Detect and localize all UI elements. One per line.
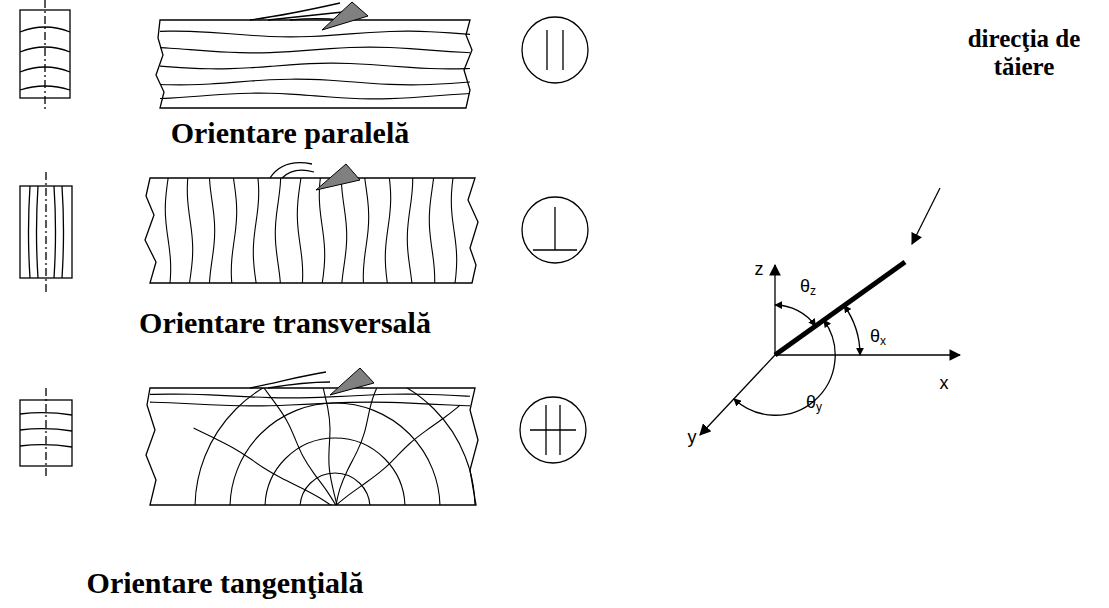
axis-line [45, 388, 46, 478]
grain [160, 93, 470, 99]
orientation-label: Orientare paralelă [171, 116, 410, 149]
grain [29, 186, 64, 278]
grain [187, 178, 192, 283]
direction-label: direcţia de tăiere [944, 25, 1104, 80]
angle-arc [844, 306, 860, 356]
grain [160, 79, 470, 85]
grain [209, 178, 215, 283]
crack [321, 388, 338, 505]
grain [253, 178, 258, 283]
axis [775, 354, 960, 355]
grain [319, 178, 324, 283]
orientation-label: Orientare transversală [139, 306, 431, 339]
grain [20, 27, 70, 90]
axis [774, 265, 775, 355]
angle-arc [775, 305, 816, 326]
cutting-tool [322, 2, 368, 30]
grain [160, 47, 470, 53]
orientation-symbol [520, 397, 586, 463]
orientation-symbol [530, 405, 576, 455]
orientation-symbol [547, 30, 563, 70]
chip [270, 163, 314, 178]
grain [341, 178, 347, 283]
direction-arrow [912, 188, 940, 244]
orientation-symbol [533, 207, 577, 250]
grain [160, 31, 470, 37]
wood-piece [145, 178, 478, 283]
crack [333, 405, 460, 505]
grain [20, 413, 72, 447]
grain [297, 178, 302, 283]
growth-ring [300, 473, 370, 505]
grain [407, 178, 412, 283]
grain [451, 178, 456, 283]
grain [385, 178, 390, 283]
orientation-label: Orientare tangenţială [87, 566, 364, 599]
grain [363, 178, 368, 283]
axis [700, 355, 775, 435]
cutting-tool [316, 164, 360, 190]
angle-label: θz [800, 277, 816, 298]
axis-label: x [940, 374, 949, 394]
axis-line [44, 0, 45, 112]
grain [150, 394, 470, 398]
orientation-symbol [522, 17, 588, 83]
cutting-tool [330, 368, 374, 395]
angle-label: θx [870, 327, 886, 348]
chip [250, 372, 330, 388]
chip [250, 3, 343, 20]
grain [429, 178, 434, 283]
angle-arc [734, 320, 835, 415]
growth-ring [230, 403, 440, 505]
grain [275, 178, 281, 283]
angle-label: θy [806, 393, 822, 414]
axis-line [45, 172, 46, 292]
crack [194, 428, 335, 505]
orientation-symbol [522, 197, 588, 263]
axis-label: y [688, 428, 697, 448]
grain [160, 63, 470, 69]
grain [150, 402, 470, 406]
axis-label: z [755, 260, 764, 280]
grain [231, 178, 236, 283]
crack [335, 388, 392, 505]
cutting-edge [775, 262, 905, 355]
grain [165, 178, 170, 283]
